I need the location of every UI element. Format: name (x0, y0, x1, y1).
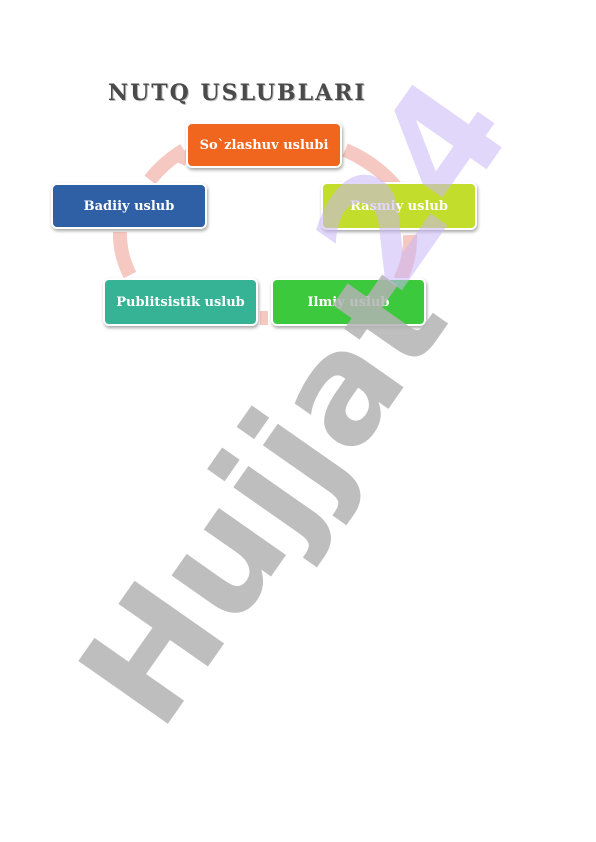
node-sozlashuv-label: So`zlashuv uslubi (199, 137, 329, 153)
node-sozlashuv-uslubi: So`zlashuv uslubi (186, 122, 342, 168)
cycle-arc-top-left (144, 144, 188, 185)
cycle-arc-left (113, 231, 137, 279)
node-ilmiy-uslub: Ilmiy uslub (271, 278, 426, 326)
cycle-arc-right (393, 234, 418, 284)
node-rasmiy-label: Rasmiy uslub (350, 198, 448, 214)
node-badiiy-label: Badiiy uslub (83, 198, 175, 214)
node-publitsistik-label: Publitsistik uslub (116, 294, 245, 310)
node-badiiy-uslub: Badiiy uslub (51, 183, 207, 229)
cycle-arrowhead-2 (168, 148, 190, 166)
node-ilmiy-label: Ilmiy uslub (307, 294, 390, 310)
diagram-title: NUTQ USLUBLARI (108, 80, 367, 106)
node-rasmiy-uslub: Rasmiy uslub (321, 182, 477, 230)
node-publitsistik-uslub: Publitsistik uslub (103, 278, 258, 326)
